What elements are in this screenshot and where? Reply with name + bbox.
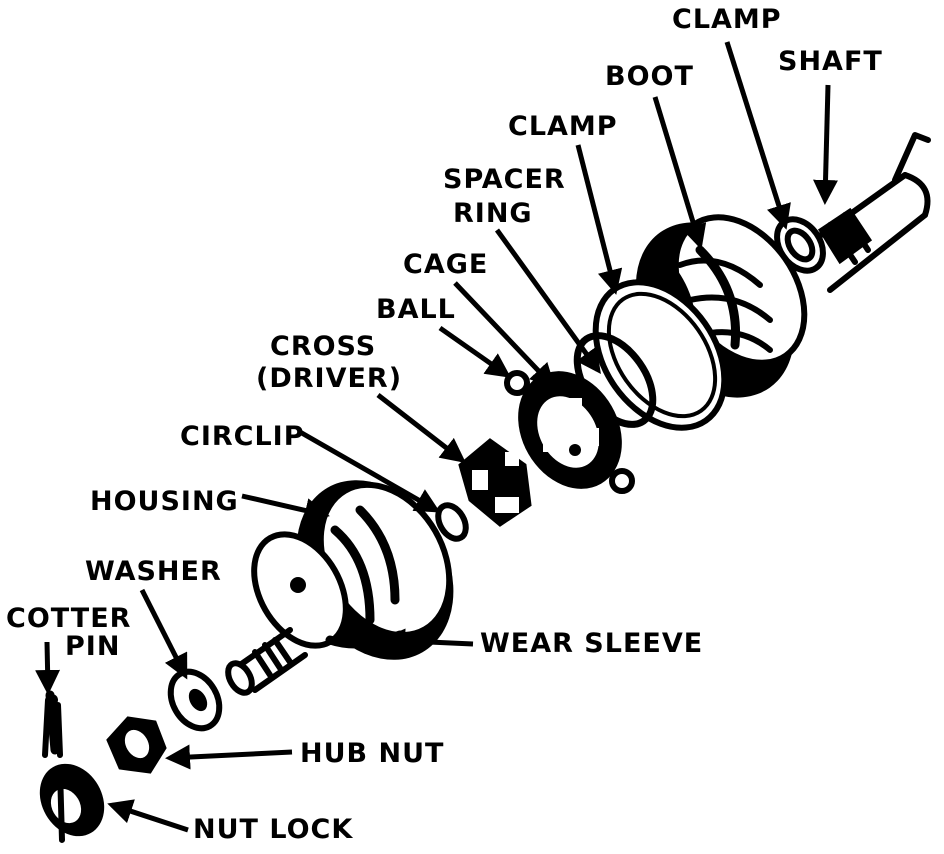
washer-part (167, 668, 223, 732)
washer-label: WASHER (85, 556, 222, 587)
cotter-pin-part (42, 690, 63, 758)
spacer-ring-label-line1: SPACER (443, 164, 566, 195)
wear-sleeve-label: WEAR SLEEVE (480, 628, 703, 659)
ball-part (504, 370, 635, 494)
clamp-inner-label: CLAMP (508, 111, 618, 142)
nut-lock-label: NUT LOCK (193, 814, 353, 845)
cross-label-line2: (DRIVER) (256, 363, 402, 394)
hub-nut-label: HUB NUT (300, 738, 444, 769)
shaft-part (797, 132, 931, 293)
housing-part (225, 480, 454, 696)
leader-lines (35, 41, 839, 833)
hub-nut-part (106, 716, 167, 774)
cotter-pin-label-line1: COTTER (6, 603, 131, 634)
boot-label: BOOT (605, 61, 694, 92)
cross-driver-part (458, 438, 532, 527)
housing-label: HOUSING (90, 486, 239, 517)
circlip-part (435, 502, 469, 542)
nut-lock-part (39, 763, 105, 843)
cotter-pin-label-line2: PIN (65, 631, 120, 662)
cage-label: CAGE (403, 249, 488, 280)
shaft-label: SHAFT (778, 46, 883, 77)
ball-label: BALL (376, 294, 456, 325)
circlip-label: CIRCLIP (180, 421, 305, 452)
clamp-outer-label: CLAMP (672, 4, 782, 35)
cage-part (518, 371, 622, 489)
cross-label-line1: CROSS (270, 331, 376, 362)
spacer-ring-label-line2: RING (453, 198, 533, 229)
